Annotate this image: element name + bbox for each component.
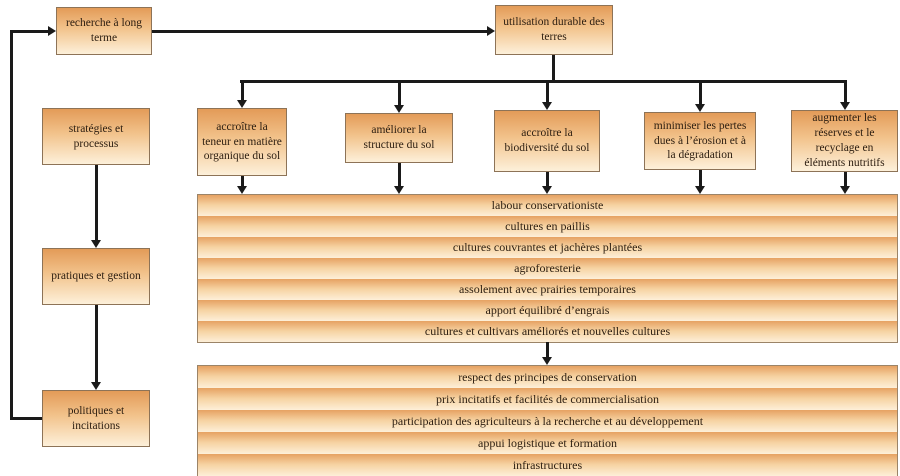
arrow-to-objective-4-line <box>699 80 702 104</box>
arrow-to-objective-1-line <box>241 80 244 100</box>
arrow-objective-4-to-block-head <box>695 186 705 194</box>
arrow-to-objective-5-line <box>844 80 847 102</box>
soil-practice-row: cultures en paillis <box>198 216 897 237</box>
feedback-loop-vertical-line <box>10 30 13 420</box>
arrow-landuse-down-stub <box>552 55 555 81</box>
arrow-objective-3-to-block-line <box>546 172 549 187</box>
arrow-to-objective-3-head <box>542 102 552 110</box>
arrow-to-objective-5-head <box>840 102 850 110</box>
box-policies-incentives: politiques et incitations <box>42 390 150 447</box>
enabling-condition-row: prix incitatifs et facilités de commerci… <box>198 388 897 410</box>
arrow-to-objective-4-head <box>695 104 705 112</box>
soil-practice-row: assolement avec prairies temporaires <box>198 279 897 300</box>
enabling-condition-row: infrastructures <box>198 454 897 476</box>
arrow-objective-1-to-block-head <box>237 186 247 194</box>
block-enabling-conditions: respect des principes de conservation pr… <box>197 365 898 476</box>
arrow-block1-to-block2-line <box>546 342 549 358</box>
box-objective-soil-structure: améliorer la structure du sol <box>345 113 453 163</box>
block-soil-practices: labour conservationiste cultures en pail… <box>197 194 898 343</box>
arrow-practices-to-policies-head <box>91 382 101 390</box>
arrow-research-to-landuse-line <box>152 30 487 33</box>
arrow-practices-to-policies-line <box>95 305 98 382</box>
arrow-block1-to-block2-head <box>542 357 552 365</box>
soil-practice-row: cultures couvrantes et jachères plantées <box>198 237 897 258</box>
feedback-loop-bottom-line <box>10 417 42 420</box>
soil-practice-row: agroforesterie <box>198 258 897 279</box>
arrow-objective-5-to-block-line <box>844 172 847 187</box>
arrow-strategies-to-practices-line <box>95 165 98 240</box>
feedback-loop-top-line <box>10 30 48 33</box>
box-sustainable-land-use: utilisation durable des terres <box>495 5 613 55</box>
soil-practice-row: cultures et cultivars améliorés et nouve… <box>198 321 897 342</box>
box-objective-organic-matter: accroître la teneur en matière organique… <box>197 108 287 176</box>
box-objective-soil-biodiversity: accroître la biodiversité du sol <box>494 110 600 172</box>
box-strategies-processes: stratégies et processus <box>42 108 150 165</box>
box-objective-minimize-losses: minimiser les pertes dues à l’érosion et… <box>644 112 756 170</box>
arrow-objective-3-to-block-head <box>542 186 552 194</box>
arrow-to-objective-3-line <box>546 80 549 102</box>
arrow-to-objective-2-line <box>398 80 401 105</box>
box-practices-management: pratiques et gestion <box>42 248 150 305</box>
feedback-loop-arrowhead <box>48 26 56 36</box>
enabling-condition-row: participation des agriculteurs à la rech… <box>198 410 897 432</box>
arrow-to-objective-2-head <box>394 105 404 113</box>
soil-practice-row: apport équilibré d’engrais <box>198 300 897 321</box>
enabling-condition-row: appui logistique et formation <box>198 432 897 454</box>
enabling-condition-row: respect des principes de conservation <box>198 366 897 388</box>
arrow-to-objective-1-head <box>237 100 247 108</box>
arrow-objective-2-to-block-line <box>398 163 401 187</box>
arrow-objective-4-to-block-line <box>699 170 702 187</box>
arrow-objective-5-to-block-head <box>840 186 850 194</box>
box-objective-nutrient-reserves: augmenter les réserves et le recyclage e… <box>791 110 898 172</box>
distribution-line <box>240 80 846 83</box>
box-long-term-research: recherche à long terme <box>56 7 152 55</box>
arrow-objective-1-to-block-line <box>241 176 244 187</box>
arrow-objective-2-to-block-head <box>394 186 404 194</box>
arrow-research-to-landuse-head <box>487 26 495 36</box>
arrow-strategies-to-practices-head <box>91 240 101 248</box>
soil-practice-row: labour conservationiste <box>198 195 897 216</box>
